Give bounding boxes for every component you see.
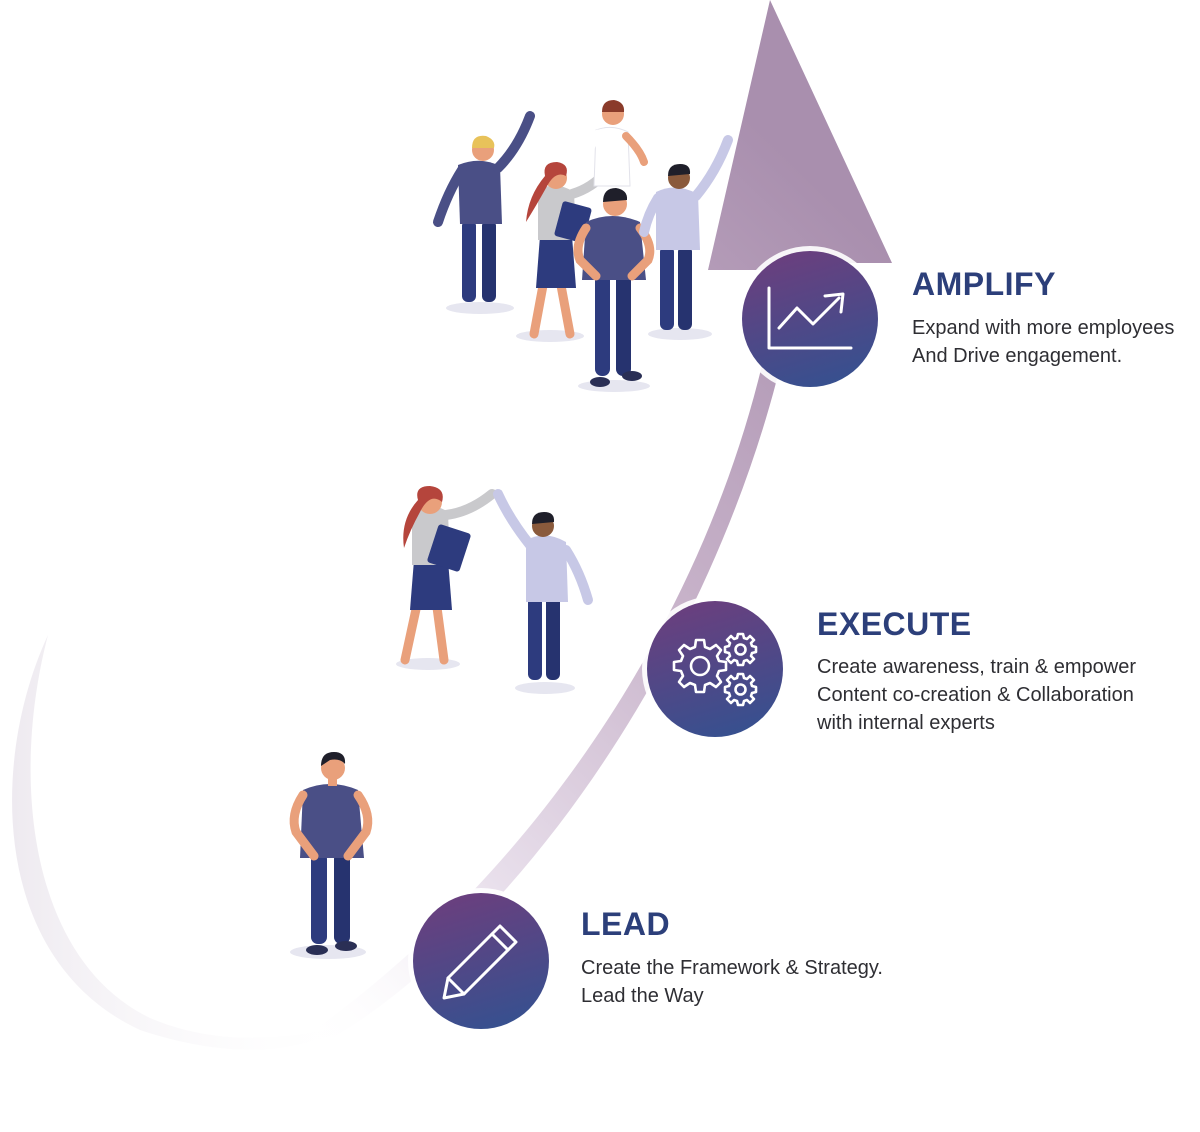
figure-leader: [289, 752, 373, 955]
stage-title-lead: LEAD: [581, 906, 671, 942]
stage-line: Create the Framework & Strategy.: [581, 957, 883, 979]
stage-title-execute: EXECUTE: [817, 606, 972, 642]
figure-woman-tablet: [400, 486, 497, 665]
stage-line: Create awareness, train & empower: [817, 656, 1137, 678]
growth-arrow: [300, 0, 892, 1040]
stage-line: with internal experts: [817, 712, 995, 734]
figure-group-team: [433, 100, 733, 387]
stage-line: Content co-creation & Collaboration: [817, 684, 1134, 706]
pencil-icon: [442, 924, 518, 1000]
stage-description-amplify: Expand with more employees And Drive eng…: [912, 314, 1174, 370]
stage-line: Lead the Way: [581, 985, 704, 1007]
execute-badge: [642, 596, 788, 742]
stage-description-execute: Create awareness, train & empower Conten…: [817, 653, 1136, 737]
stage-title-amplify: AMPLIFY: [912, 266, 1056, 302]
amplify-badge: [737, 246, 883, 392]
figure-man-highfive: [493, 489, 593, 680]
stage-description-lead: Create the Framework & Strategy. Lead th…: [581, 954, 883, 1010]
gears-icon: [672, 632, 758, 707]
stage-line: Expand with more employees: [912, 317, 1175, 339]
growth-chart-icon: [767, 286, 853, 350]
stage-line: And Drive engagement.: [912, 345, 1123, 367]
lead-badge: [408, 888, 554, 1034]
